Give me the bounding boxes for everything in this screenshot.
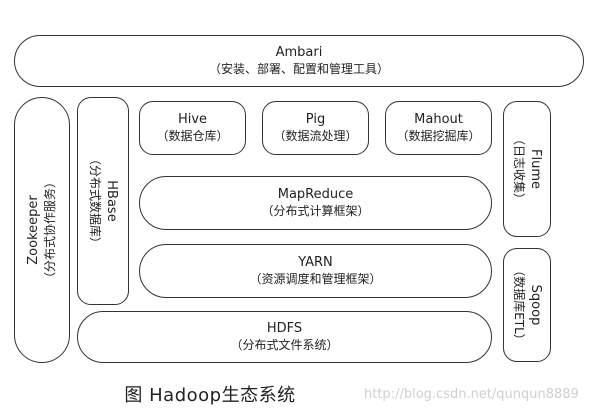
ambari-name: Ambari	[275, 45, 323, 60]
pig-box: Pig （数据流处理）	[262, 101, 369, 155]
mahout-desc: （数据挖掘库）	[396, 129, 481, 143]
sqoop-name: Sqoop	[528, 284, 544, 326]
ambari-desc: （安装、部署、配置和管理工具）	[208, 62, 389, 76]
hdfs-desc: （分布式文件系统）	[230, 338, 339, 352]
flume-label: Flume （日志收集）	[510, 133, 544, 205]
hbase-box: HBase （分布式数据库）	[77, 97, 129, 305]
hdfs-box: HDFS （分布式文件系统）	[77, 311, 492, 363]
flume-name: Flume	[528, 148, 544, 189]
yarn-name: YARN	[298, 255, 333, 270]
hive-box: Hive （数据仓库）	[139, 101, 246, 155]
hdfs-name: HDFS	[266, 321, 303, 336]
sqoop-box: Sqoop （数据库ETL）	[503, 248, 551, 362]
mapreduce-box: MapReduce （分布式计算框架）	[139, 176, 492, 230]
yarn-desc: （资源调度和管理框架）	[249, 272, 382, 286]
flume-box: Flume （日志收集）	[503, 101, 551, 237]
mapreduce-desc: （分布式计算框架）	[261, 204, 370, 218]
flume-desc: （日志收集）	[512, 132, 527, 206]
pig-name: Pig	[305, 112, 326, 127]
watermark-url: http://blog.csdn.net/qunqun8889	[364, 387, 579, 402]
figure-caption: 图 Hadoop生态系统	[0, 384, 420, 408]
hbase-name: HBase	[104, 180, 120, 222]
mahout-box: Mahout （数据挖掘库）	[385, 101, 492, 155]
pig-desc: （数据流处理）	[273, 129, 358, 143]
zookeeper-box: Zookeeper （分布式协作服务）	[14, 97, 70, 363]
ambari-box: Ambari （安装、部署、配置和管理工具）	[14, 35, 584, 87]
sqoop-desc: （数据库ETL）	[512, 264, 527, 346]
zookeeper-name: Zookeeper	[26, 195, 42, 265]
hbase-label: HBase （分布式数据库）	[86, 153, 120, 249]
sqoop-label: Sqoop （数据库ETL）	[510, 264, 544, 346]
yarn-box: YARN （资源调度和管理框架）	[139, 244, 492, 298]
zookeeper-label: Zookeeper （分布式协作服务）	[25, 176, 59, 284]
hive-desc: （数据仓库）	[156, 129, 229, 143]
mahout-name: Mahout	[414, 112, 463, 127]
figure-caption-text: 图 Hadoop生态系统	[124, 385, 296, 406]
hive-name: Hive	[177, 112, 208, 127]
zookeeper-desc: （分布式协作服务）	[43, 175, 58, 285]
mapreduce-name: MapReduce	[277, 187, 354, 202]
hbase-desc: （分布式数据库）	[88, 152, 103, 250]
